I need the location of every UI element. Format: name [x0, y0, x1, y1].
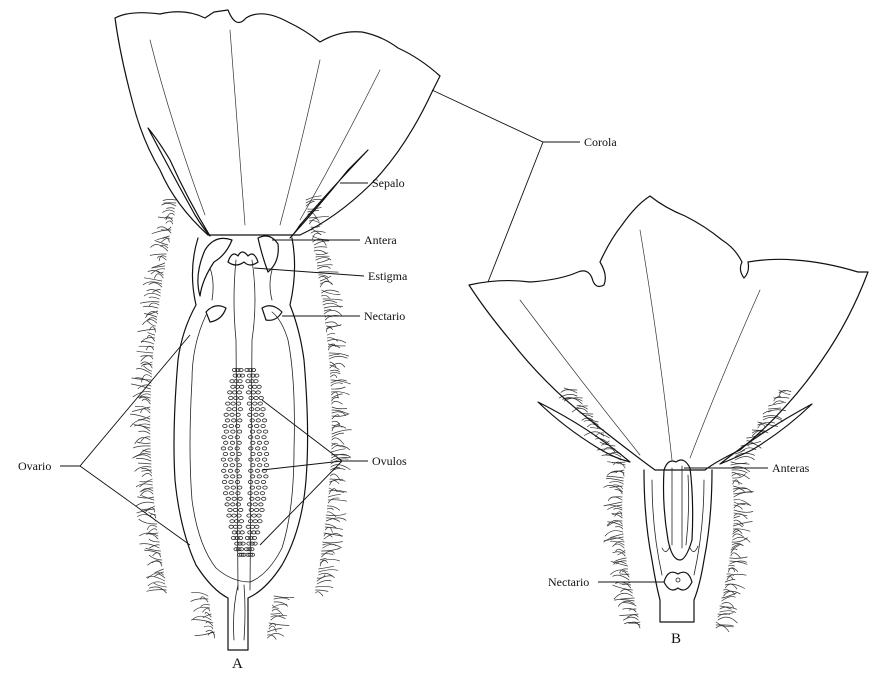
flower-a-nectary-right — [262, 306, 282, 321]
flower-b-drawing — [469, 196, 868, 632]
flower-a-anther-left — [198, 238, 232, 296]
flower-b-sepal-left — [538, 402, 630, 462]
label-ovulos: Ovulos — [372, 454, 407, 468]
flower-b-nectary — [664, 572, 692, 590]
panel-a-letter: A — [232, 656, 243, 672]
label-nectario-a: Nectario — [364, 309, 405, 323]
panel-b-letter: B — [671, 631, 681, 647]
flower-a-anther-right — [258, 236, 278, 272]
flower-b-sepal-right — [720, 404, 812, 464]
labels: Corola Sepalo Antera Estigma Nectario Ov… — [18, 135, 810, 672]
label-sepalo: Sepalo — [372, 176, 405, 190]
flower-a-corolla — [115, 10, 440, 235]
label-nectario-b: Nectario — [548, 575, 589, 589]
flower-a-ovules — [221, 368, 269, 556]
flower-a-nectary-left — [206, 306, 226, 322]
label-anteras: Anteras — [772, 461, 810, 475]
leader-lines — [60, 90, 768, 582]
flower-a-sepal-right — [290, 150, 368, 238]
label-corola: Corola — [584, 135, 617, 149]
flower-a-stigma — [228, 252, 258, 265]
flower-a-drawing — [115, 10, 440, 650]
label-estigma: Estigma — [368, 269, 408, 283]
flower-a-hairs — [130, 196, 351, 640]
label-ovario: Ovario — [18, 459, 51, 473]
flower-a-sepal-left — [148, 128, 210, 236]
flower-b-hairs — [559, 388, 791, 632]
flower-b-tube — [644, 470, 712, 622]
label-antera: Antera — [364, 233, 397, 247]
